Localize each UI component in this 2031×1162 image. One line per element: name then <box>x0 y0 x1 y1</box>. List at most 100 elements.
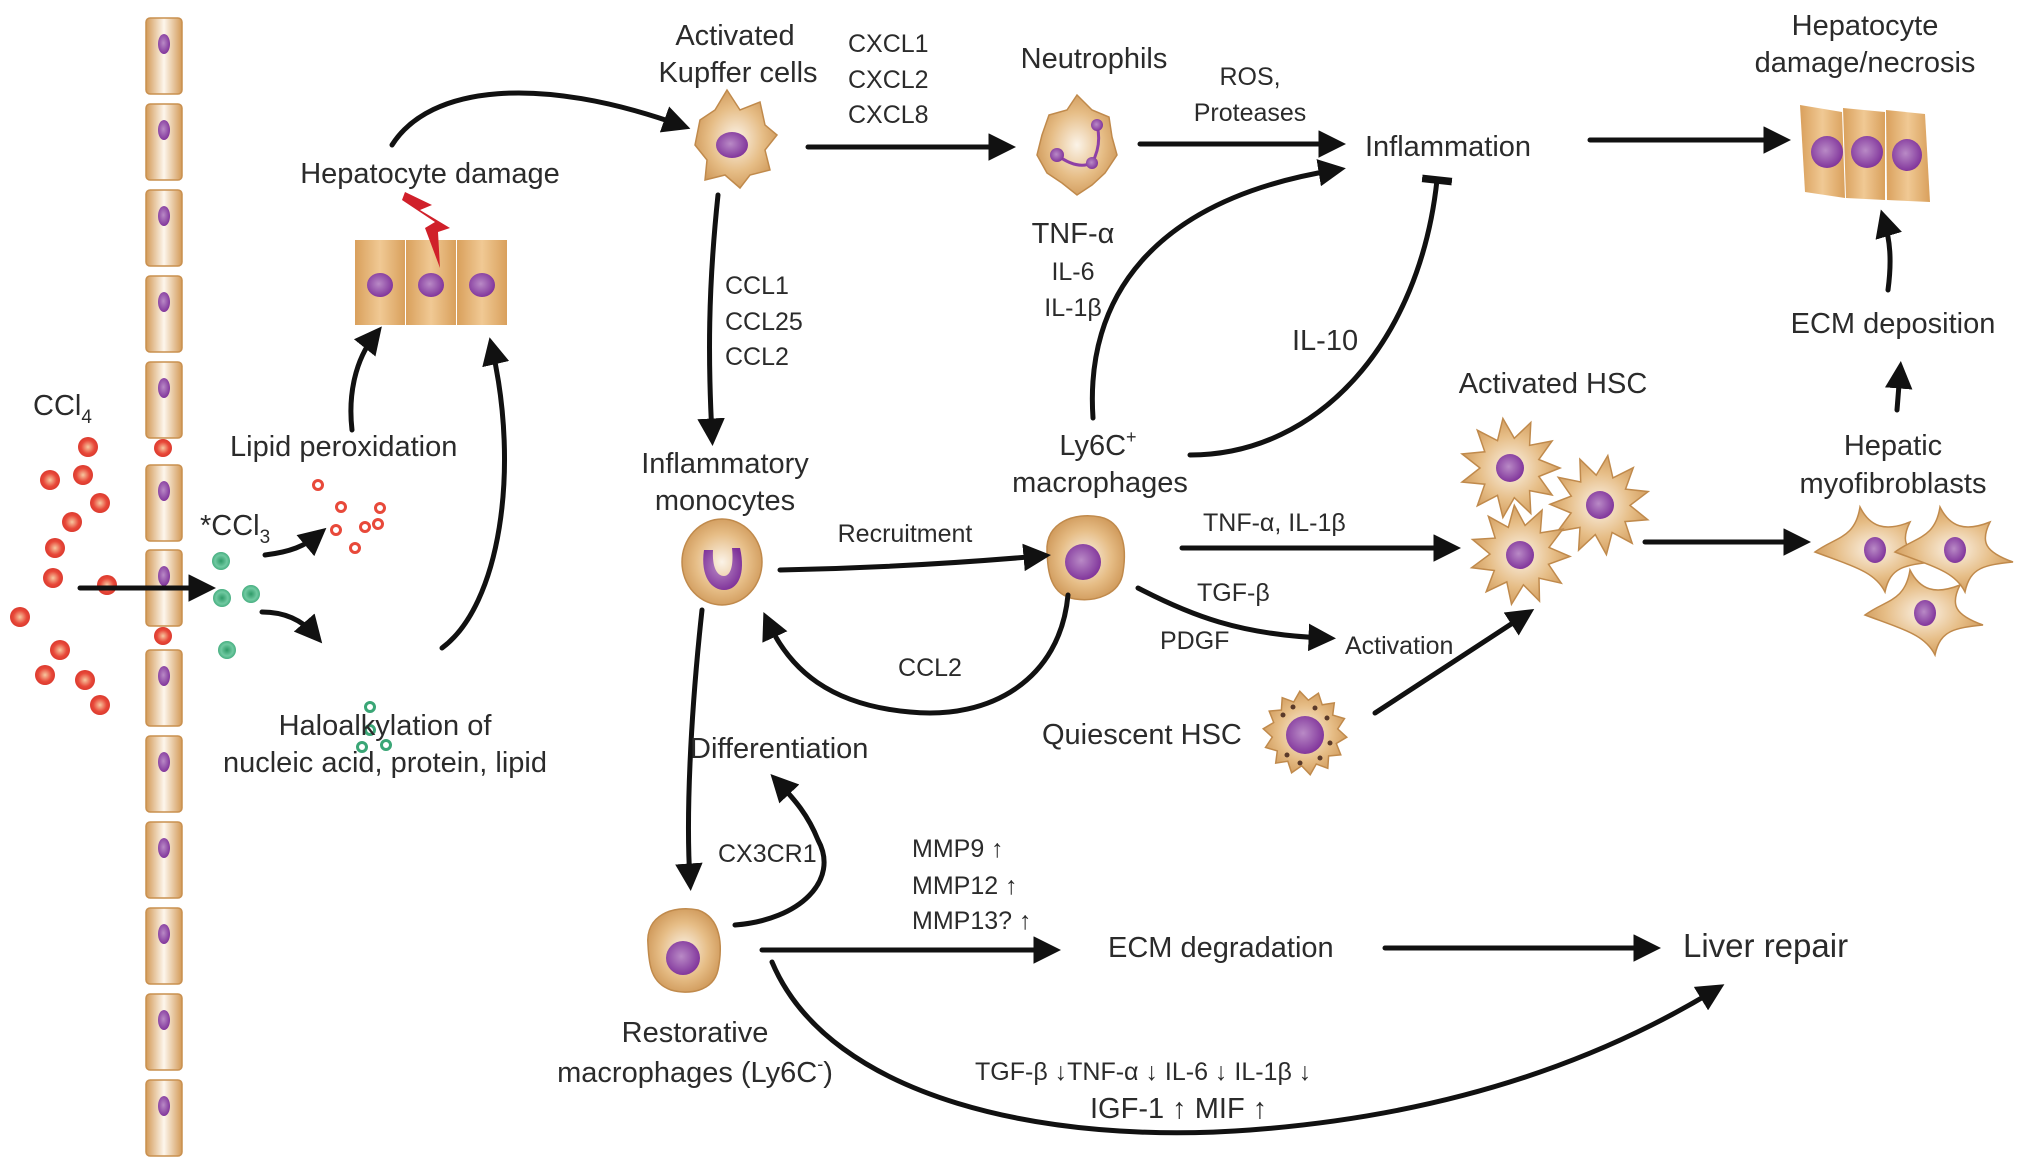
lipid-droplet <box>1290 704 1296 710</box>
nucleus <box>158 752 170 772</box>
ccl3-to-lipid-arrow <box>262 527 327 558</box>
cxcl-label-1: CXCL1 <box>848 30 929 58</box>
cx3cr1-arrow <box>732 774 827 928</box>
ccl4-particle <box>154 439 172 457</box>
ly6c-label-line2: macrophages <box>1012 467 1188 499</box>
ecm-deposition-label: ECM deposition <box>1791 308 1996 340</box>
ccl3-radicals <box>212 552 260 659</box>
ccl2-feedback-arrow <box>762 592 1071 716</box>
necrotic-hepatocytes <box>1800 105 1930 202</box>
nucleus <box>158 838 170 858</box>
nucleus <box>158 34 170 54</box>
mmp12-label: MMP12 ↑ <box>912 872 1018 900</box>
lipid-peroxide-particle <box>372 518 384 530</box>
myofibroblast-cell <box>1813 504 1934 595</box>
il10-inhibition-arrow <box>1187 174 1453 458</box>
myofibroblasts-label-line1: Hepatic <box>1844 430 1942 462</box>
nucleus <box>158 378 170 398</box>
activation-label: Activation <box>1345 632 1453 660</box>
activated-hsc-cells <box>1460 416 1651 607</box>
restorative-to-repair-arrow <box>769 959 1725 1136</box>
ccl4-particle <box>90 695 110 715</box>
ecm-to-necrosis-arrow <box>1875 209 1902 293</box>
ccl4-particle <box>50 640 70 660</box>
differentiation-label: Differentiation <box>690 733 868 765</box>
restorative-label-line1: Restorative <box>622 1017 769 1049</box>
necrosis-label-line1: Hepatocyte <box>1792 10 1939 42</box>
lipid-peroxide-particle <box>374 502 386 514</box>
myofibroblasts-label-line2: myofibroblasts <box>1800 468 1987 500</box>
myofibroblast-to-ecm-arrow <box>1884 361 1913 413</box>
mmp9-label: MMP9 ↑ <box>912 835 1004 863</box>
nucleus <box>1864 537 1886 563</box>
nucleus <box>158 666 170 686</box>
wall-cell <box>145 993 183 1071</box>
damaged-hepatocytes <box>355 240 507 325</box>
activated-hsc-label: Activated HSC <box>1459 368 1648 400</box>
tnf-il1b-label: TNF-α, IL-1β <box>1203 509 1346 537</box>
ccl4-particles <box>10 437 117 715</box>
cxcl-label-2: CXCL2 <box>848 66 929 94</box>
ccl4-particle <box>35 665 55 685</box>
neutrophil-cytokine-tnfa: TNF-α <box>1032 218 1115 250</box>
myofibroblast-cells <box>1813 504 2014 658</box>
wall-cell <box>145 361 183 439</box>
wall-cell <box>145 735 183 813</box>
damage-to-kupffer-arrow <box>389 90 691 148</box>
ccl-label-3: CCL2 <box>725 343 789 371</box>
ccl-label-1: CCL1 <box>725 272 789 300</box>
ly6c-label-line1: Ly6C+ <box>1059 427 1136 462</box>
neutrophil-cytokine-il1b: IL-1β <box>1044 294 1101 322</box>
nucleus <box>158 924 170 944</box>
ccl4-particle <box>10 607 30 627</box>
ly6c-macrophage-cell-icon <box>1046 515 1126 601</box>
cxcl-label-3: CXCL8 <box>848 101 929 129</box>
wall-cell <box>145 821 183 899</box>
lipid-droplet <box>1280 712 1286 718</box>
haloalkylation-to-damage-arrow <box>439 337 510 651</box>
hepatocyte-damage-label: Hepatocyte damage <box>300 158 560 190</box>
ccl3-label: *CCl3 <box>200 510 270 548</box>
ros-label-line2: Proteases <box>1194 99 1307 127</box>
haloalkyl-adduct-particle <box>364 724 376 736</box>
tgfb-pdgf-arrow <box>1135 585 1336 652</box>
haloalkyl-adduct-particle <box>380 739 392 751</box>
haloalkyl-adduct-particle <box>364 701 376 713</box>
recruitment-label: Recruitment <box>838 520 973 548</box>
mmp13-label: MMP13? ↑ <box>912 907 1031 935</box>
ccl4-particle <box>154 627 172 645</box>
activated-hsc-cell <box>1460 416 1563 520</box>
necrosis-label-line2: damage/necrosis <box>1755 47 1976 79</box>
nucleus <box>1586 491 1614 519</box>
nucleus <box>158 566 170 586</box>
lipid-droplet <box>1297 760 1303 766</box>
nucleus <box>158 1096 170 1116</box>
ly6c-to-inflammation-arrow <box>1089 159 1346 421</box>
lightning-icon <box>402 192 450 268</box>
ccl4-particle <box>90 493 110 513</box>
kupffer-to-monocyte-arrow <box>697 192 725 446</box>
neutrophils-label: Neutrophils <box>1021 43 1168 75</box>
activated-hsc-cell <box>1547 453 1651 557</box>
ccl4-particle <box>62 512 82 532</box>
monocytes-label-line1: Inflammatory <box>641 448 809 480</box>
quiescent-hsc-cell-icon <box>1261 690 1349 776</box>
ccl4-particle <box>45 538 65 558</box>
wall-cell <box>145 464 183 542</box>
ccl3-radical <box>218 641 236 659</box>
cx3cr1-label: CX3CR1 <box>718 840 817 868</box>
myofibroblast-cell <box>1893 504 2014 595</box>
nucleus <box>158 292 170 312</box>
wall-cell <box>145 275 183 353</box>
inflammation-label: Inflammation <box>1365 131 1531 163</box>
ccl4-particle <box>97 575 117 595</box>
haloalkyl-adduct-particle <box>356 741 368 753</box>
ccl4-particle <box>40 470 60 490</box>
neutrophil-cytokine-il6: IL-6 <box>1051 258 1094 286</box>
ccl3-to-haloalkylation-arrow <box>259 609 323 644</box>
haloalkylation-products <box>356 701 392 753</box>
il10-label: IL-10 <box>1292 325 1358 357</box>
ccl4-particle <box>73 465 93 485</box>
quiescent-to-activated-arrow <box>1372 608 1535 716</box>
